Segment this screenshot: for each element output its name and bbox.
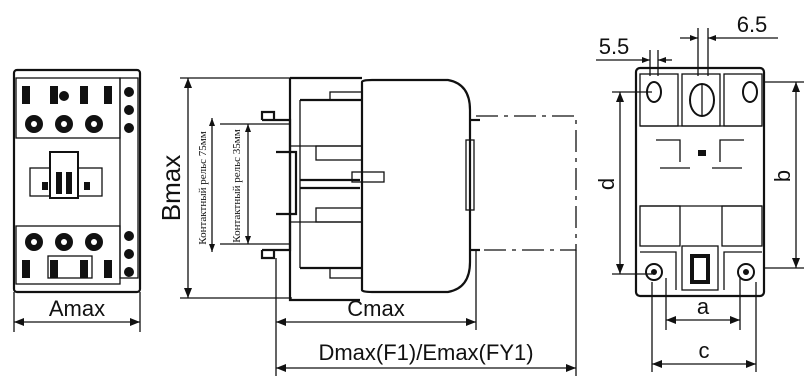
d-label: d — [594, 178, 619, 190]
front-top-screws — [22, 86, 112, 133]
mount-middle-section — [640, 125, 762, 207]
mount-top-holes — [639, 73, 763, 127]
front-bottom-screws — [22, 233, 112, 279]
mounting-view: 5.5 6.5 d b a — [594, 12, 804, 372]
front-bottom-terminal-block — [15, 225, 121, 285]
mount-a-dimension — [665, 278, 741, 330]
front-view: Amax — [12, 68, 142, 332]
c-label: c — [699, 338, 710, 363]
dmax-emax-label: Dmax(F1)/Emax(FY1) — [318, 340, 533, 365]
dim-6-5-label: 6.5 — [737, 12, 768, 37]
amax-label: Amax — [49, 296, 105, 321]
cmax-label: Cmax — [347, 296, 404, 321]
mount-hole-dimensions — [596, 28, 778, 76]
mount-d-dimension — [612, 91, 652, 275]
rail-75-bracket — [209, 118, 215, 252]
rail-35-bracket — [220, 123, 290, 245]
side-latch — [465, 139, 475, 211]
amax-dimension — [13, 292, 141, 332]
front-aux-top-screws — [124, 87, 134, 133]
mount-c-dimension — [651, 282, 757, 372]
b-label: b — [770, 170, 795, 182]
dmax-emax-dimension — [276, 250, 577, 376]
mount-bottom-terminals — [639, 205, 763, 291]
front-aux-bottom-screws — [124, 231, 134, 277]
front-body-outline — [12, 68, 142, 294]
front-aux-strip — [119, 77, 139, 279]
front-indicator-window — [29, 151, 103, 199]
side-coil-pin — [351, 171, 385, 183]
cmax-dimension — [275, 250, 477, 376]
side-view: Bmax Контактный рельс 75мм Контактный ре… — [156, 76, 577, 376]
bmax-label: Bmax — [156, 155, 186, 221]
mount-body-outline — [634, 66, 766, 298]
rail-35-label: Контактный рельс 35мм — [231, 129, 243, 242]
side-optional-accessory — [476, 115, 577, 251]
a-label: a — [697, 294, 710, 319]
bmax-dimension — [180, 77, 292, 299]
mount-b-dimension — [764, 81, 804, 269]
side-body — [288, 76, 363, 302]
dim-5-5-label: 5.5 — [599, 34, 630, 59]
rail-75-label: Контактный рельс 75мм — [197, 131, 209, 244]
side-coil-cover — [360, 78, 472, 294]
